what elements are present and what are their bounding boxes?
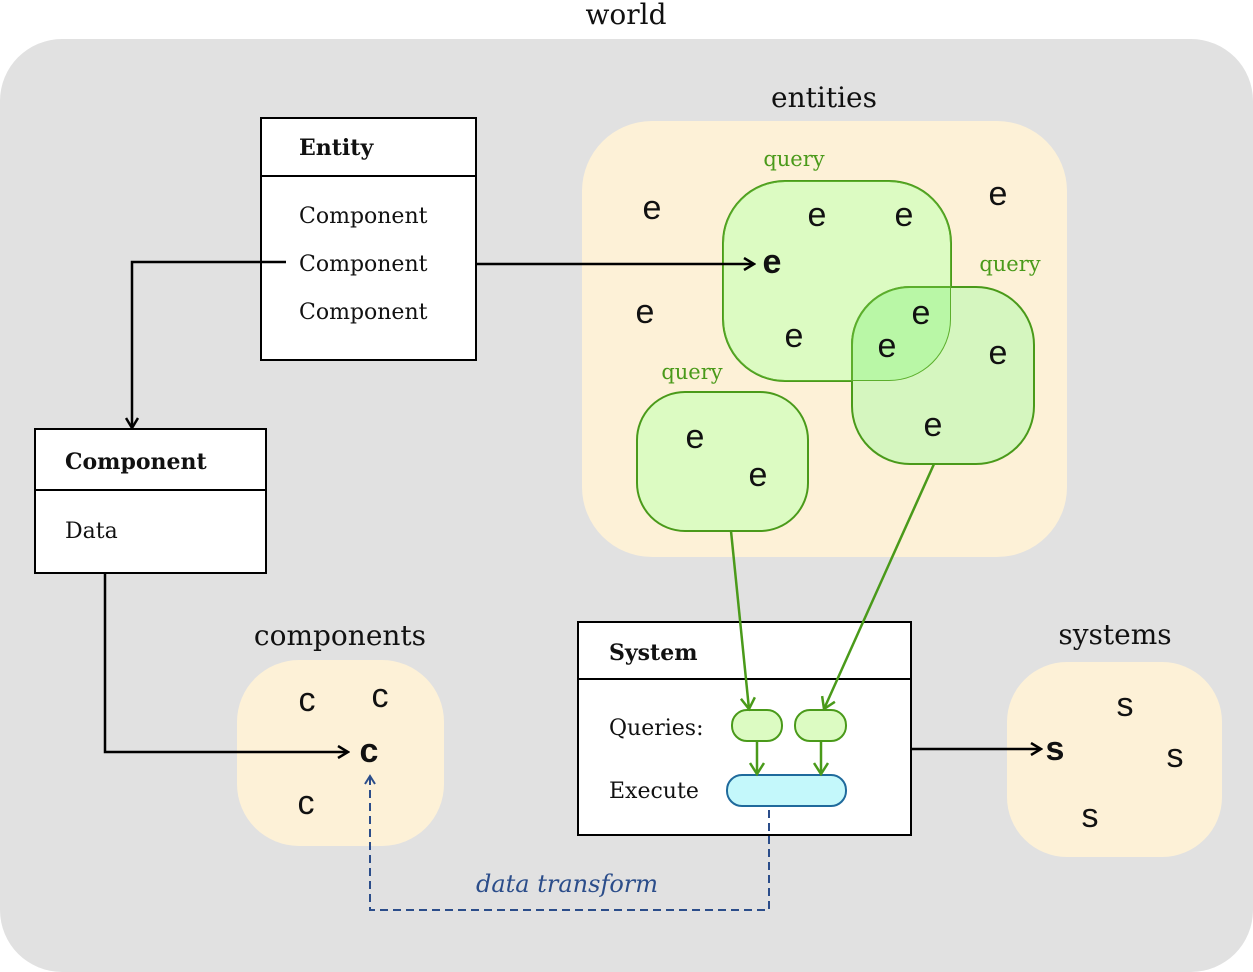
system-execute-label: Execute [609, 779, 699, 804]
system-box-title: System [609, 640, 698, 666]
component-box[interactable]: Component Data [34, 428, 267, 574]
system-query-slot-2[interactable] [794, 709, 847, 742]
component-box-frame [34, 428, 267, 574]
entity-box-row: Component [299, 252, 428, 277]
entity-to-component-arrow [132, 260, 286, 428]
entity[interactable]: e [912, 294, 931, 332]
component-item-highlighted[interactable]: c [360, 732, 379, 770]
system-item[interactable]: s [1167, 737, 1184, 775]
systems-pool-label: systems [1058, 618, 1171, 651]
component-box-title: Component [65, 449, 208, 475]
entities-pool-label: entities [771, 81, 877, 114]
entity[interactable]: e [989, 175, 1008, 213]
data-transform-path [364, 774, 770, 911]
systems-pool: systems s s s s [1007, 618, 1222, 857]
system-queries-label: Queries: [609, 716, 704, 741]
entity[interactable]: e [878, 327, 897, 365]
entity[interactable]: e [749, 456, 768, 494]
entity[interactable]: e [686, 418, 705, 456]
world-label: world [585, 0, 666, 31]
entity-highlighted[interactable]: e [763, 243, 782, 281]
system-query-slot-1[interactable] [731, 709, 783, 742]
system-execute-block[interactable] [726, 774, 847, 807]
data-transform-label: data transform [476, 870, 658, 898]
entity-box[interactable]: Entity Component Component Component [260, 117, 477, 361]
query-3-to-system-arrow [729, 530, 749, 709]
components-pool-label: components [254, 619, 426, 652]
entity[interactable]: e [808, 196, 827, 234]
connectors: data transform [103, 260, 1041, 911]
entity[interactable]: e [636, 293, 655, 331]
system-item[interactable]: s [1082, 797, 1099, 835]
entity-box-row: Component [299, 204, 428, 229]
component-item[interactable]: c [372, 677, 389, 715]
query-label-3: query [661, 360, 722, 384]
query-label-2: query [979, 252, 1040, 276]
entities-pool: entities query query query e e e e e e e… [582, 81, 1067, 557]
entity[interactable]: e [643, 189, 662, 227]
entity-box-row: Component [299, 300, 428, 325]
component-item[interactable]: c [298, 784, 315, 822]
component-to-components-arrow [103, 573, 348, 752]
entity-box-title: Entity [299, 135, 374, 161]
entity[interactable]: e [989, 334, 1008, 372]
component-item[interactable]: c [299, 681, 316, 719]
component-box-row: Data [65, 519, 118, 544]
system-item-highlighted[interactable]: s [1046, 730, 1065, 768]
systems-pool-background [1007, 662, 1222, 857]
system-item[interactable]: s [1117, 686, 1134, 724]
entity[interactable]: e [895, 196, 914, 234]
query-label-1: query [763, 147, 824, 171]
entity[interactable]: e [924, 406, 943, 444]
query-group-3[interactable] [636, 391, 809, 532]
entity-box-frame [260, 117, 477, 361]
entity[interactable]: e [785, 317, 804, 355]
query-2-to-system-arrow [824, 463, 936, 709]
